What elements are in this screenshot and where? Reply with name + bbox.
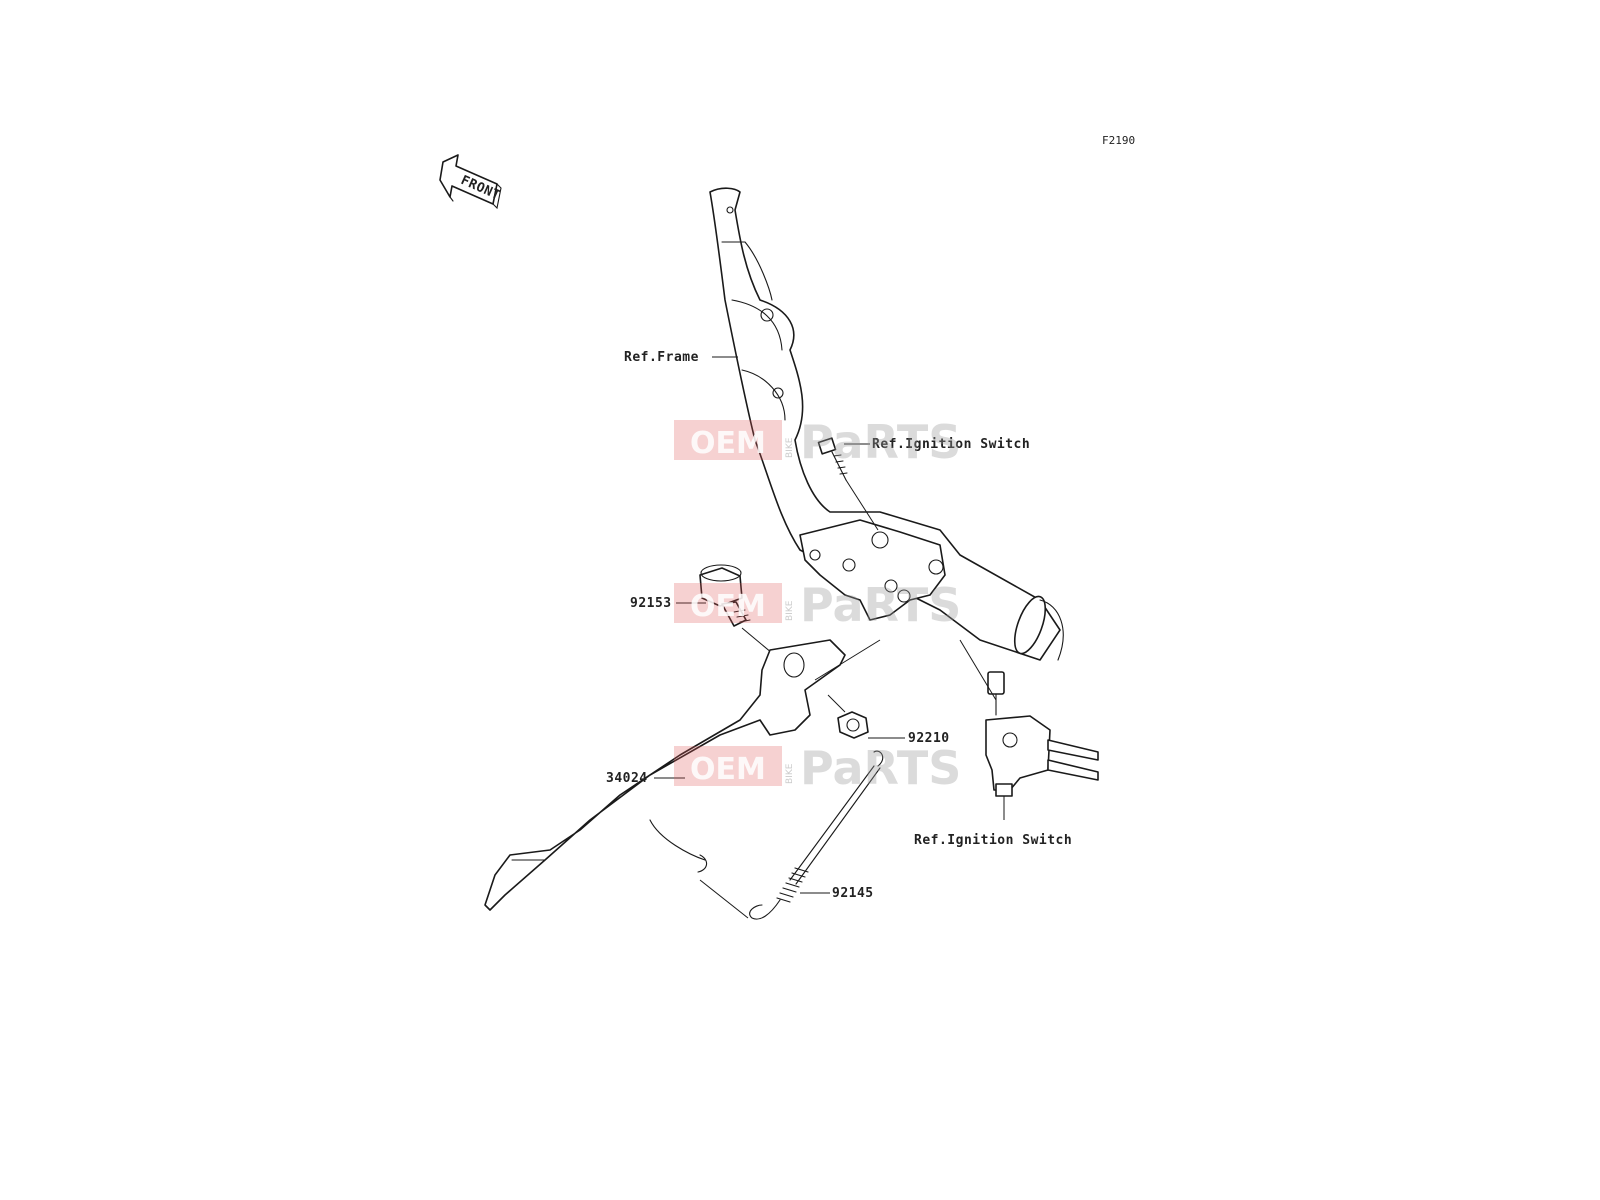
nut-92210-drawing <box>827 694 869 739</box>
watermark-1: OEM BIKE PaRTS <box>674 415 961 469</box>
svg-text:BIKE: BIKE <box>785 600 795 621</box>
svg-text:PaRTS: PaRTS <box>800 415 961 469</box>
svg-text:BIKE: BIKE <box>785 437 795 458</box>
svg-text:BIKE: BIKE <box>785 763 795 784</box>
label-ref-ignition-switch-top: Ref.Ignition Switch <box>872 437 1030 452</box>
watermark-3: OEM BIKE PaRTS <box>674 741 961 795</box>
svg-text:OEM: OEM <box>690 426 766 461</box>
svg-text:OEM: OEM <box>690 589 766 624</box>
label-ref-ignition-switch-bottom: Ref.Ignition Switch <box>914 833 1072 848</box>
watermark-2: OEM BIKE PaRTS <box>674 578 961 632</box>
label-ref-frame: Ref.Frame <box>624 350 699 365</box>
side-stand-drawing <box>484 639 881 911</box>
diagram-code: F2190 <box>1102 134 1135 147</box>
label-34024: 34024 <box>606 771 648 786</box>
bolt-92153-drawing <box>699 564 791 669</box>
spring-92145-drawing <box>699 750 884 920</box>
ignition-switch-drawing <box>959 639 1099 820</box>
svg-text:OEM: OEM <box>690 752 766 787</box>
label-92145: 92145 <box>832 886 874 901</box>
front-arrow-icon: FRONT <box>439 154 503 210</box>
svg-text:PaRTS: PaRTS <box>800 741 961 795</box>
label-92153: 92153 <box>630 596 672 611</box>
label-92210: 92210 <box>908 731 950 746</box>
ignition-bolt-drawing <box>817 437 879 531</box>
svg-text:PaRTS: PaRTS <box>800 578 961 632</box>
frame-drawing <box>709 187 1064 661</box>
